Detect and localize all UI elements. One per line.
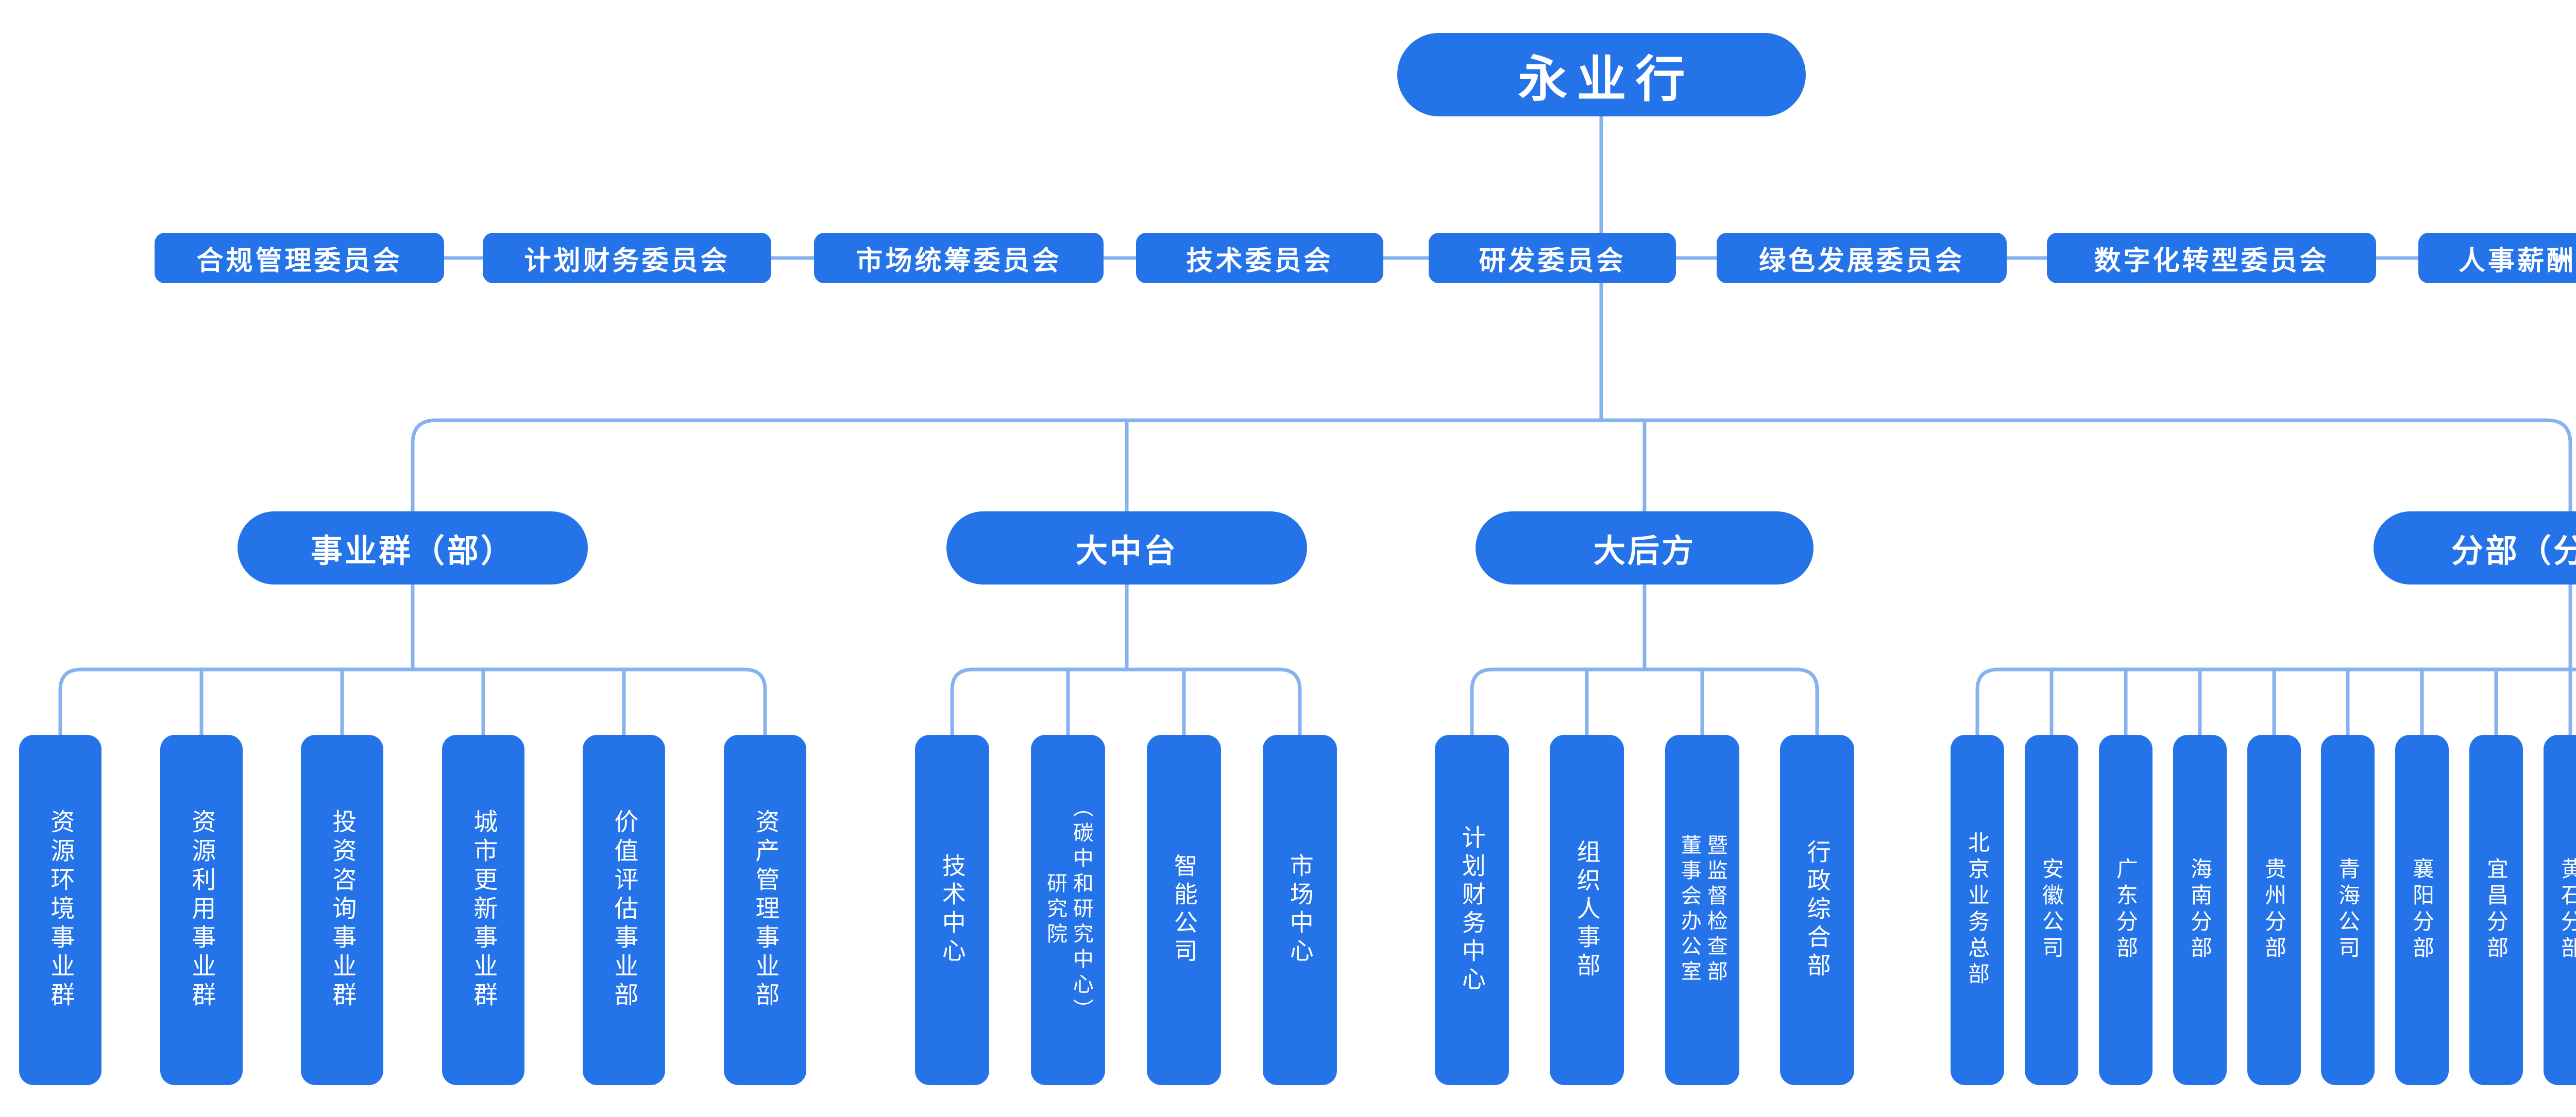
leaf-node: 资产管理事业部 bbox=[724, 735, 806, 1085]
group-label: 事业群（部） bbox=[310, 534, 515, 569]
root-node: 永业行 bbox=[1397, 33, 1806, 116]
leaf-node: 北京业务总部 bbox=[1951, 735, 2004, 1085]
leaf-label-column: 暨监督检查部 bbox=[1704, 834, 1727, 986]
leaf-node: 市场中心 bbox=[1263, 735, 1337, 1085]
leaf-label-column: 技术中心 bbox=[939, 853, 966, 967]
committee-node: 市场统筹委员会 bbox=[814, 233, 1104, 283]
leaf-node: 海南分部 bbox=[2173, 735, 2227, 1085]
leaf-node: 襄阳分部 bbox=[2395, 735, 2449, 1085]
committee-node: 研发委员会 bbox=[1429, 233, 1676, 283]
leaf-label-column: 资源环境事业群 bbox=[47, 809, 75, 1011]
group-label-node: 大中台 bbox=[946, 511, 1307, 585]
leaf-node: 黄石分部 bbox=[2544, 735, 2576, 1085]
committee-label: 研发委员会 bbox=[1479, 246, 1626, 276]
committee-label: 合规管理委员会 bbox=[196, 246, 402, 276]
leaf-label-column: 研究院 bbox=[1044, 872, 1066, 948]
leaf-node: 董事会办公室暨监督检查部 bbox=[1665, 735, 1739, 1085]
root-label: 永业行 bbox=[1518, 51, 1694, 107]
leaf-node: 青海公司 bbox=[2321, 735, 2375, 1085]
committee-node: 计划财务委员会 bbox=[483, 233, 771, 283]
leaf-label-column: 资源利用事业群 bbox=[188, 809, 216, 1011]
group-label: 大后方 bbox=[1593, 534, 1696, 569]
leaf-label-column: 投资咨询事业群 bbox=[329, 809, 357, 1011]
leaf-label-column: 青海公司 bbox=[2335, 857, 2360, 963]
leaf-node: 计划财务中心 bbox=[1435, 735, 1509, 1085]
leaf-node: 投资咨询事业群 bbox=[301, 735, 383, 1085]
leaf-node: 宜昌分部 bbox=[2469, 735, 2523, 1085]
committee-label: 绿色发展委员会 bbox=[1758, 246, 1964, 276]
committee-node: 技术委员会 bbox=[1136, 233, 1383, 283]
group-label-node: 大后方 bbox=[1476, 511, 1814, 585]
leaf-node: 智能公司 bbox=[1147, 735, 1221, 1085]
leaf-node: 广东分部 bbox=[2099, 735, 2153, 1085]
leaf-label-column: 计划财务中心 bbox=[1459, 825, 1486, 995]
leaf-node: 贵州分部 bbox=[2247, 735, 2301, 1085]
leaf-node: 研究院（碳中和研究中心） bbox=[1031, 735, 1105, 1085]
committee-node: 合规管理委员会 bbox=[155, 233, 444, 283]
leaf-label-column: 城市更新事业群 bbox=[470, 809, 498, 1011]
leaf-label-column: （碳中和研究中心） bbox=[1070, 796, 1093, 1024]
leaf-label-column: 北京业务总部 bbox=[1965, 831, 1990, 989]
leaf-label-column: 资产管理事业部 bbox=[752, 809, 779, 1011]
leaf-label-column: 董事会办公室 bbox=[1678, 834, 1701, 986]
committee-node: 数字化转型委员会 bbox=[2047, 233, 2376, 283]
committee-label: 数字化转型委员会 bbox=[2094, 246, 2329, 276]
leaf-node: 价值评估事业部 bbox=[583, 735, 665, 1085]
committee-label: 市场统筹委员会 bbox=[856, 246, 1062, 276]
group-label: 大中台 bbox=[1075, 534, 1178, 569]
leaf-node: 技术中心 bbox=[915, 735, 989, 1085]
leaf-node: 安徽公司 bbox=[2025, 735, 2078, 1085]
committee-label: 计划财务委员会 bbox=[524, 246, 730, 276]
group-label-node: 事业群（部） bbox=[238, 511, 588, 585]
leaf-label-column: 智能公司 bbox=[1171, 853, 1198, 967]
committee-label: 技术委员会 bbox=[1186, 246, 1333, 276]
leaf-label-column: 海南分部 bbox=[2188, 857, 2212, 963]
committee-node: 人事薪酬委员会 bbox=[2418, 233, 2576, 283]
leaf-node: 资源利用事业群 bbox=[160, 735, 243, 1085]
leaf-node: 组织人事部 bbox=[1550, 735, 1624, 1085]
leaf-label-column: 组织人事部 bbox=[1573, 839, 1601, 981]
committee-node: 绿色发展委员会 bbox=[1717, 233, 2007, 283]
leaf-label-column: 市场中心 bbox=[1286, 853, 1314, 967]
leaf-label-column: 宜昌分部 bbox=[2484, 857, 2509, 963]
leaf-label-column: 广东分部 bbox=[2113, 857, 2138, 963]
leaf-label-column: 安徽公司 bbox=[2039, 857, 2064, 963]
group-label-node: 分部（分公司） bbox=[2374, 511, 2576, 585]
leaf-label-column: 贵州分部 bbox=[2262, 857, 2286, 963]
leaf-label-column: 襄阳分部 bbox=[2410, 857, 2434, 963]
leaf-node: 城市更新事业群 bbox=[442, 735, 524, 1085]
leaf-label-column: 黄石分部 bbox=[2558, 857, 2576, 963]
committee-label: 人事薪酬委员会 bbox=[2458, 246, 2576, 276]
group-label: 分部（分公司） bbox=[2451, 534, 2576, 569]
leaf-label-column: 价值评估事业部 bbox=[611, 809, 638, 1011]
leaf-node: 资源环境事业群 bbox=[19, 735, 101, 1085]
leaf-node: 行政综合部 bbox=[1780, 735, 1854, 1085]
leaf-label-column: 行政综合部 bbox=[1804, 839, 1831, 981]
